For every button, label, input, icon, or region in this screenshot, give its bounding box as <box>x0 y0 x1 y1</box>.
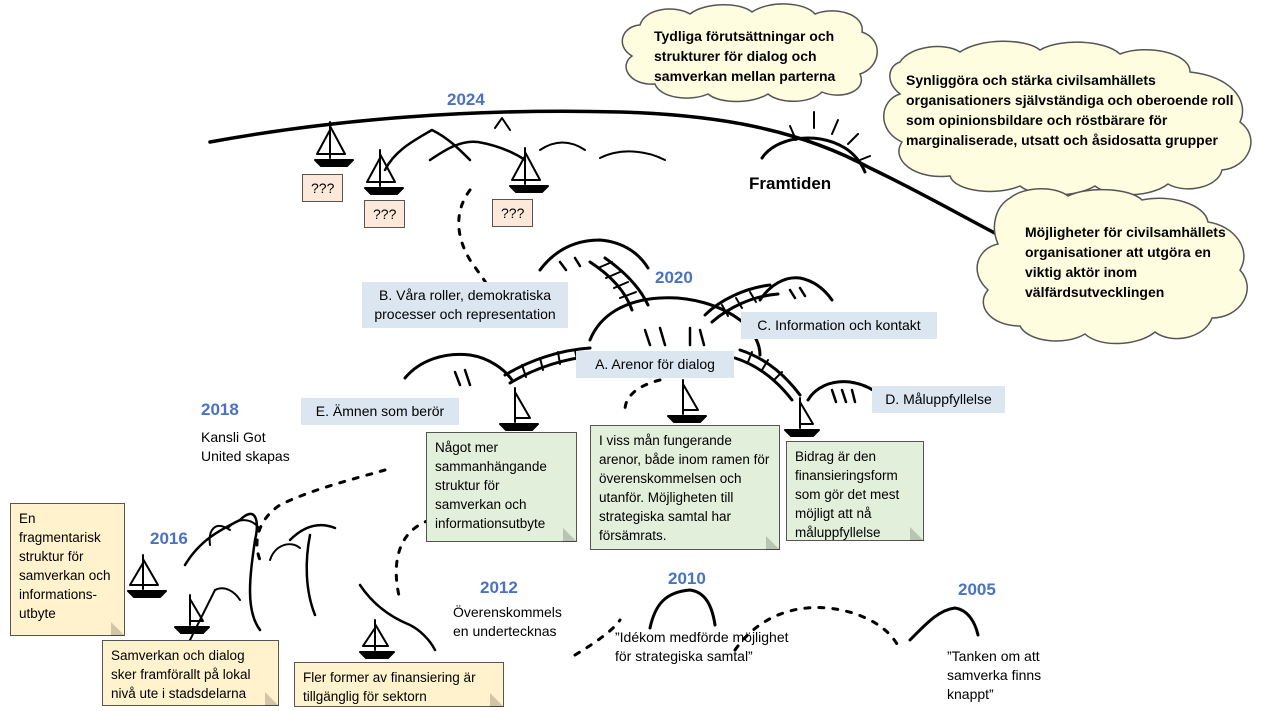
text-2010: ”Idékom medförde möjlighet för strategis… <box>615 629 789 664</box>
sailboat-icon <box>499 387 539 431</box>
note-financing: Fler former av finansiering är tillgängl… <box>294 662 504 707</box>
sun <box>760 136 867 174</box>
year-2024: 2024 <box>447 90 485 109</box>
sailboat-icon <box>784 397 820 437</box>
text-2018: Kansli Got United skapas <box>201 429 290 464</box>
year-2018: 2018 <box>201 400 239 419</box>
island-label-d: D. Måluppfyllelse <box>872 386 1005 413</box>
year-2010: 2010 <box>668 569 706 588</box>
year-2005: 2005 <box>958 580 996 599</box>
sailboat-icon <box>359 619 395 659</box>
cloud-shape <box>621 3 878 103</box>
note-local-level: Samverkan och dialog sker framförallt på… <box>102 640 279 706</box>
island-label-c: C. Information och kontakt <box>741 312 937 339</box>
future-label: Framtiden <box>749 174 832 193</box>
note-text: Samverkan och dialog sker framförallt på… <box>111 648 251 701</box>
cloud-text-visibility: Synliggöra och stärka civilsamhällets or… <box>906 72 1234 148</box>
cloud-text-dialog: Tydliga förutsättningar och strukturer f… <box>654 28 836 84</box>
note-text: En fragmentarisk struktur för samverkan … <box>19 511 111 621</box>
note-text: Bidrag är den finansieringsform som gör … <box>795 449 900 540</box>
hill-2005 <box>908 606 980 642</box>
note-text: Fler former av finansiering är tillgängl… <box>303 670 476 704</box>
cloud-shape <box>976 188 1248 345</box>
year-2016: 2016 <box>150 529 188 548</box>
hill-2010 <box>648 588 717 630</box>
year-2020: 2020 <box>655 268 693 287</box>
island-label-e: E. Ämnen som berör <box>301 398 459 425</box>
note-grants: Bidrag är den finansieringsform som gör … <box>786 441 924 541</box>
sailboat-icon <box>509 147 549 193</box>
bridge-c <box>703 283 772 317</box>
sailboat-icon <box>127 554 167 598</box>
text-2005: ”Tanken om att samverka finns knappt” <box>947 648 1042 702</box>
bridge-b <box>588 260 634 312</box>
note-fragmentary: En fragmentarisk struktur för samverkan … <box>10 503 125 636</box>
cloud-shape <box>883 40 1252 196</box>
horizon-line <box>208 109 1010 242</box>
note-structure: Något mer sammanhängande struktur för sa… <box>426 432 577 542</box>
sailboat-icon <box>174 594 210 634</box>
note-text: Något mer sammanhängande struktur för sa… <box>435 440 547 531</box>
unknown-note: ??? <box>364 200 406 228</box>
note-arenas: I viss mån fungerande arenor, både inom … <box>590 425 780 550</box>
sailboat-icon <box>314 121 354 167</box>
year-2012: 2012 <box>480 578 518 597</box>
island-label-a: A. Arenor för dialog <box>576 351 734 378</box>
unknown-note: ??? <box>492 199 534 227</box>
unknown-note: ??? <box>302 174 344 202</box>
cloud-text-welfare: Möjligheter för civilsamhällets organisa… <box>1025 224 1226 300</box>
sailboat-icon <box>667 379 707 423</box>
island-label-b: B. Våra roller, demokratiska processer o… <box>362 282 568 328</box>
bridge-d <box>738 348 802 397</box>
text-2012: Överenskommels en undertecknas <box>453 604 562 639</box>
palm-island <box>183 512 262 632</box>
note-text: I viss mån fungerande arenor, både inom … <box>599 433 770 543</box>
bridge-e <box>503 346 592 377</box>
sailboat-icon <box>364 149 404 195</box>
